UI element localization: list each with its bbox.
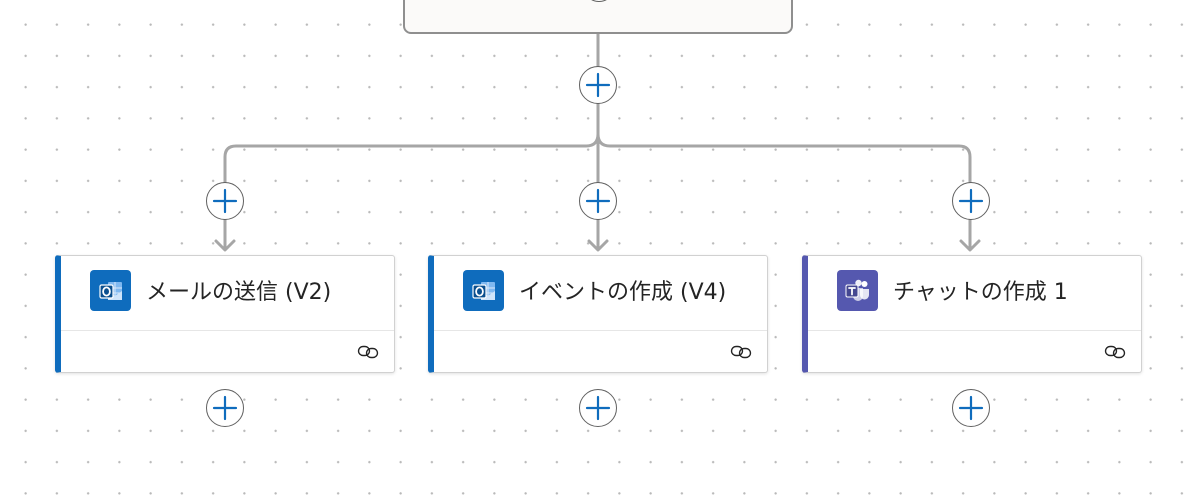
connector-trunk xyxy=(223,32,600,250)
card-header: チャットの作成 1 xyxy=(808,256,1141,331)
teams-icon xyxy=(837,270,878,311)
arrow-center xyxy=(587,239,609,252)
add-parallel-branch-button[interactable] xyxy=(579,66,617,104)
card-title: チャットの作成 1 xyxy=(893,280,1068,305)
arrow-left xyxy=(214,239,236,252)
plus-icon xyxy=(585,395,611,421)
plus-icon xyxy=(585,72,611,98)
plus-icon xyxy=(958,188,984,214)
action-card-send-email[interactable]: メールの送信 (V2) xyxy=(55,255,395,373)
action-card-create-chat[interactable]: チャットの作成 1 xyxy=(802,255,1142,373)
card-title: メールの送信 (V2) xyxy=(146,280,332,305)
add-step-after-create-event-button[interactable] xyxy=(579,389,617,427)
add-step-after-send-email-button[interactable] xyxy=(206,389,244,427)
parent-add-step-button[interactable] xyxy=(583,0,615,2)
add-step-branch-2-button[interactable] xyxy=(579,182,617,220)
add-step-branch-3-button[interactable] xyxy=(952,182,990,220)
outlook-icon xyxy=(463,270,504,311)
plus-icon xyxy=(958,395,984,421)
action-card-create-event[interactable]: イベントの作成 (V4) xyxy=(428,255,768,373)
card-header: メールの送信 (V2) xyxy=(61,256,394,331)
arrow-right xyxy=(959,239,981,252)
plus-icon xyxy=(585,188,611,214)
connector-right xyxy=(596,132,972,250)
link-icon xyxy=(730,345,752,359)
add-step-branch-1-button[interactable] xyxy=(206,182,244,220)
add-step-after-create-chat-button[interactable] xyxy=(952,389,990,427)
card-title: イベントの作成 (V4) xyxy=(519,280,727,305)
parent-action-card[interactable] xyxy=(403,0,793,34)
card-header: イベントの作成 (V4) xyxy=(434,256,767,331)
outlook-icon xyxy=(90,270,131,311)
plus-icon xyxy=(212,188,238,214)
link-icon xyxy=(1104,345,1126,359)
link-icon xyxy=(357,345,379,359)
plus-icon xyxy=(212,395,238,421)
